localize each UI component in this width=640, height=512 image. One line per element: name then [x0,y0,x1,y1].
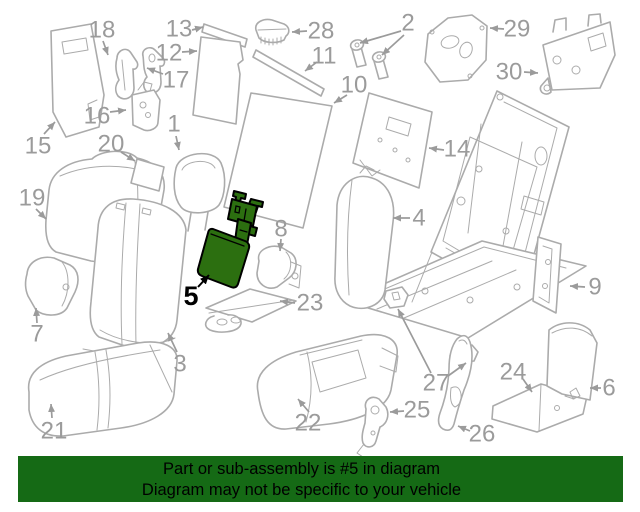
callout-1-label[interactable]: 1 [167,111,180,138]
callout-5-label[interactable]: 5 [183,281,198,311]
callout-18-label[interactable]: 18 [89,17,116,44]
callout-1-arrow [173,135,181,151]
callout-23-label[interactable]: 23 [297,290,324,317]
callout-8-label[interactable]: 8 [274,216,287,243]
callout-14-arrow [428,145,445,153]
part-16-latch-shape [131,81,161,132]
callout-26-label[interactable]: 26 [469,421,496,448]
part-30-bracket-shape [539,13,616,95]
callout-12-arrow [181,48,198,56]
callout-29-arrow [489,25,505,33]
callout-24-label[interactable]: 24 [500,359,527,386]
part-9-seat-frame-shape [339,90,587,339]
callout-30-arrow [523,68,539,76]
part-4-bolster-cushion-shape [334,165,395,310]
part-23-tray-shape [204,288,297,333]
callout-2-label[interactable]: 2 [401,10,414,37]
part-25-recliner-bracket-shape [356,396,389,458]
callout-13-arrow [191,25,204,33]
part-11-trim-strip-shape [252,49,325,97]
callout-3-arrow [167,332,178,353]
callout-8-arrow [277,238,285,252]
callout-26-arrow [457,425,471,433]
callout-9-arrow [569,283,586,291]
callout-17-arrow [146,67,164,75]
callout-11-label[interactable]: 11 [312,43,337,70]
callout-4-label[interactable]: 4 [412,205,425,232]
part-22-seat-cushion-shape [256,333,399,430]
callout-28-arrow [291,27,308,35]
banner-line-1: Part or sub-assembly is #5 in diagram [163,460,440,478]
part-6-back-panel-shape [546,322,598,401]
callout-24-arrow [522,378,533,393]
callout-21-arrow [48,403,56,419]
callout-22-arrow [297,398,310,413]
part-21-seat-cushion-shape [27,341,178,437]
callout-2-arrow [359,30,402,45]
callout-25-arrow [389,407,405,415]
callout-3-label[interactable]: 3 [173,351,186,378]
part-8-bolster-shape [256,245,302,289]
callout-28-label[interactable]: 28 [308,18,335,45]
callout-6-label[interactable]: 6 [602,375,615,402]
part-3-seatback-shape [82,198,187,367]
callout-23-arrow [279,298,296,306]
part-5-highlighted-shape[interactable] [196,190,264,289]
callout-25-label[interactable]: 25 [404,397,431,424]
callout-16-label[interactable]: 16 [84,103,111,130]
callout-27-arrow [397,308,432,374]
callout-2-arrow [381,34,405,56]
banner-line-2: Diagram may not be specific to your vehi… [141,480,462,499]
part-18-bracket-shape [114,48,139,100]
callout-11-arrow [304,61,318,72]
callout-29-label[interactable]: 29 [504,16,531,43]
callout-15-label[interactable]: 15 [25,133,52,160]
part-24-insulator-mat-shape [491,383,588,433]
callout-19-arrow [35,208,47,220]
callout-14-label[interactable]: 14 [444,136,471,163]
part-14-mount-plate-shape [352,92,433,189]
callout-17-label[interactable]: 17 [163,67,190,94]
callout-16-arrow [109,107,127,115]
callout-9-label[interactable]: 9 [588,274,601,301]
callout-30-label[interactable]: 30 [496,59,523,86]
part-29-cover-shape [424,14,488,83]
callout-7-arrow [33,307,41,324]
part-12-board-panel-shape [192,36,244,125]
callout-19-label[interactable]: 19 [19,185,46,212]
callout-12-label[interactable]: 12 [156,40,183,67]
callout-21-label[interactable]: 21 [41,418,68,445]
callout-27-arrow [447,362,467,377]
callout-15-arrow [43,121,56,135]
part-15-side-panel-shape [50,23,105,138]
part-7-armrest-shape [24,256,79,316]
callout-20-label[interactable]: 20 [98,131,125,158]
callout-18-arrow [102,40,109,56]
part-1-headrest-shape [173,152,226,232]
callout-10-label[interactable]: 10 [341,72,368,99]
callout-22-label[interactable]: 22 [295,410,322,437]
part-10-rear-panel-shape [223,92,333,229]
callout-27-label[interactable]: 27 [423,370,450,397]
part-20-pad-shape [130,158,165,192]
callout-5-arrow [197,274,210,288]
callout-13-label[interactable]: 13 [166,16,193,43]
callout-20-arrow [120,151,136,162]
part-26-trim-handle-shape [437,334,473,431]
part-28-clip-shape [254,18,290,46]
callout-7-label[interactable]: 7 [30,321,43,348]
highlight-banner: Part or sub-assembly is #5 in diagram Di… [18,456,623,502]
callout-10-arrow [333,94,348,104]
